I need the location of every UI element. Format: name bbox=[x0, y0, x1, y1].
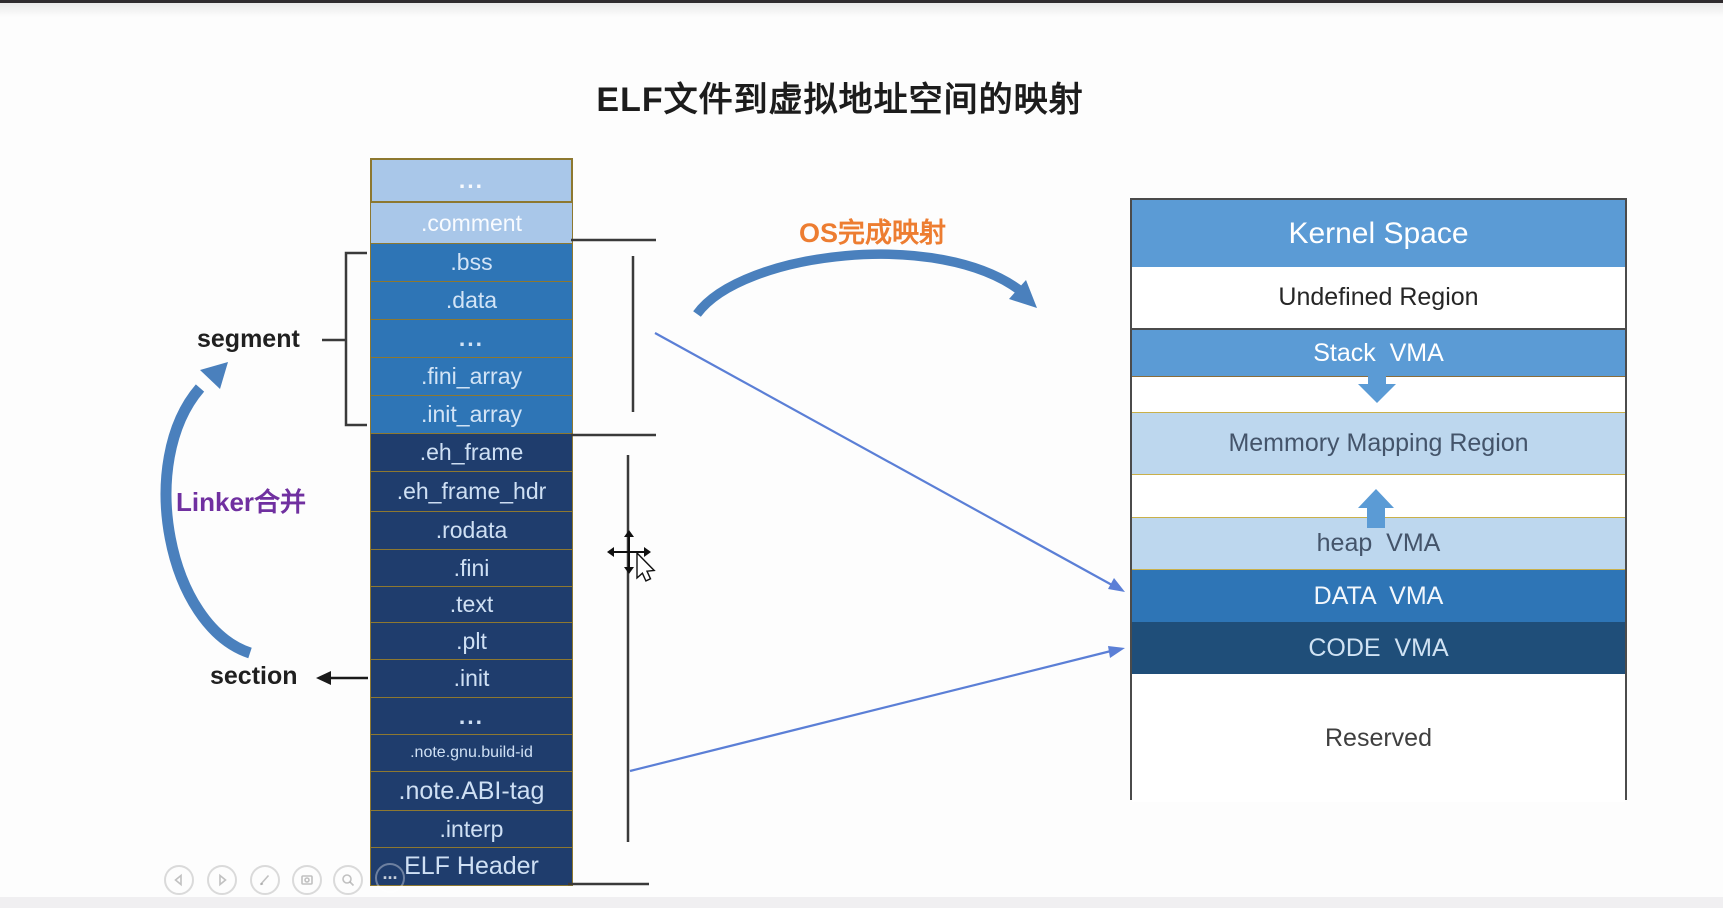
elf-row-init-array: .init_array bbox=[370, 395, 573, 434]
elf-row-rodata: .rodata bbox=[370, 511, 573, 550]
virtual-address-space-box: Kernel Space Undefined Region Stack VMA … bbox=[1130, 198, 1627, 802]
elf-row-fini-array: .fini_array bbox=[370, 357, 573, 396]
previous-icon[interactable] bbox=[164, 865, 194, 895]
data-vma-band: DATA VMA bbox=[1132, 570, 1625, 622]
bottom-gray-strip bbox=[0, 897, 1723, 908]
elf-row-eh-frame-hdr: .eh_frame_hdr bbox=[370, 471, 573, 512]
memory-mapping-region-band: Memmory Mapping Region bbox=[1132, 412, 1625, 475]
top-border-bar bbox=[0, 0, 1723, 3]
heap-vma-band: heap VMA bbox=[1132, 517, 1625, 570]
page-title: ELF文件到虚拟地址空间的映射 bbox=[596, 81, 1084, 119]
code-vma-band: CODE VMA bbox=[1132, 622, 1625, 674]
next-icon[interactable] bbox=[207, 865, 237, 895]
linker-merge-arrowhead bbox=[200, 362, 228, 389]
elf-row-fini: .fini bbox=[370, 549, 573, 587]
stack-vma-band: Stack VMA bbox=[1132, 330, 1625, 377]
linker-merge-arc bbox=[160, 384, 252, 659]
kernel-space-band: Kernel Space bbox=[1132, 200, 1625, 267]
zoom-icon[interactable] bbox=[333, 865, 363, 895]
reserved-band: Reserved bbox=[1132, 674, 1625, 802]
undefined-region-band: Undefined Region bbox=[1132, 267, 1625, 330]
elf-row-text: .text bbox=[370, 586, 573, 623]
elf-row-interp: .interp bbox=[370, 810, 573, 848]
elf-row-ellipsis-mid: ... bbox=[370, 319, 573, 358]
mouse-cursor bbox=[607, 530, 656, 582]
section-arrowhead bbox=[316, 671, 331, 685]
linker-merge-label: Linker合并 bbox=[176, 487, 307, 517]
section-label: section bbox=[210, 662, 298, 690]
elf-row-elf-header: ELF Header bbox=[370, 847, 573, 886]
top-shadow bbox=[0, 3, 1723, 17]
segment-left-bracket bbox=[344, 251, 367, 427]
os-mapping-label: OS完成映射 bbox=[799, 218, 947, 248]
data-vma-arrowhead bbox=[1108, 578, 1125, 592]
os-mapping-arc bbox=[693, 249, 1025, 317]
elf-row-data: .data bbox=[370, 281, 573, 320]
pen-icon[interactable] bbox=[250, 865, 280, 895]
save-icon[interactable] bbox=[292, 865, 322, 895]
elf-row-init: .init bbox=[370, 659, 573, 698]
elf-row-ellipsis-top: ... bbox=[370, 158, 573, 203]
elf-row-note-gnu-build-id: .note.gnu.build-id bbox=[370, 734, 573, 772]
os-mapping-arrowhead bbox=[1009, 280, 1037, 308]
elf-row-comment: .comment bbox=[370, 202, 573, 244]
segment-label: segment bbox=[197, 325, 300, 353]
elf-row-note-abi-tag: .note.ABI-tag bbox=[370, 771, 573, 811]
segment-to-data-vma-arrow bbox=[654, 332, 1113, 586]
elf-row-ellipsis-bottom: ... bbox=[370, 697, 573, 735]
section-to-code-vma-arrow bbox=[629, 649, 1112, 773]
elf-row-eh-frame: .eh_frame bbox=[370, 433, 573, 472]
more-icon[interactable]: ... bbox=[375, 863, 405, 893]
elf-row-bss: .bss bbox=[370, 243, 573, 282]
code-vma-arrowhead bbox=[1108, 646, 1125, 658]
elf-row-plt: .plt bbox=[370, 622, 573, 660]
